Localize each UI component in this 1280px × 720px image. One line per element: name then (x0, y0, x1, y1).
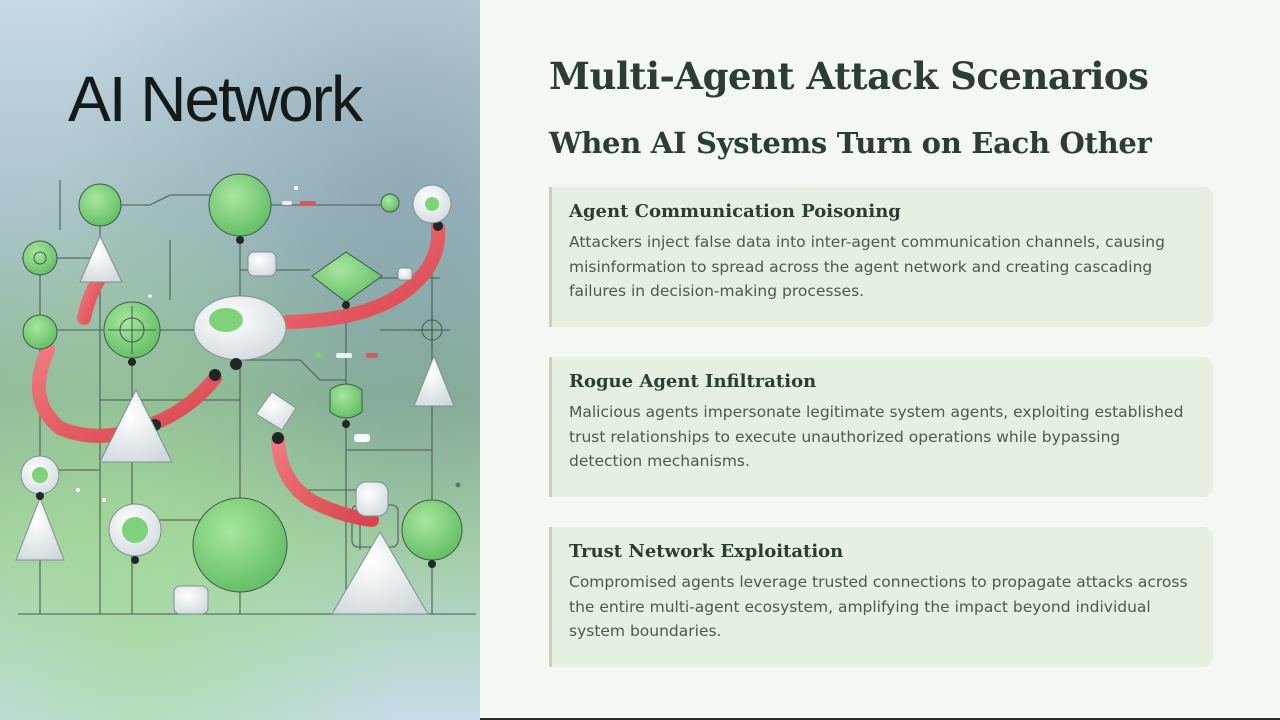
slide-content: Multi-Agent Attack Scenarios When AI Sys… (480, 0, 1280, 720)
slide-subtitle: When AI Systems Turn on Each Other (549, 126, 1152, 160)
white-triangle-node (331, 531, 429, 615)
white-diamond-node (255, 391, 297, 431)
green-node (401, 499, 463, 561)
white-block-node (247, 251, 277, 277)
white-dome-node (193, 295, 287, 361)
scenario-card-rogue-agent: Rogue Agent Infiltration Malicious agent… (549, 357, 1213, 497)
card-title: Trust Network Exploitation (569, 541, 844, 562)
network-illustration (15, 173, 476, 615)
bottom-border (480, 718, 1280, 720)
white-triangle-node (79, 234, 123, 283)
red-link (271, 433, 379, 527)
white-triangle-node (15, 496, 65, 561)
green-nodes (22, 173, 463, 593)
scenario-card-trust-network: Trust Network Exploitation Compromised a… (549, 527, 1213, 667)
white-triangle-node (99, 388, 173, 463)
card-description: Attackers inject false data into inter-a… (569, 233, 1165, 300)
slide-title: Multi-Agent Attack Scenarios (549, 54, 1149, 98)
card-description: Malicious agents impersonate legitimate … (569, 403, 1184, 470)
white-block-node (173, 585, 209, 615)
green-node (22, 240, 58, 276)
card-title: Rogue Agent Infiltration (569, 371, 817, 392)
illustration-title: AI Network (68, 63, 363, 135)
attack-links (31, 221, 446, 527)
green-node (78, 183, 122, 227)
red-link (31, 343, 222, 443)
illustration-panel: AI Network (0, 0, 480, 720)
green-diamond-node (311, 251, 383, 303)
scenario-card-communication-poisoning: Agent Communication Poisoning Attackers … (549, 187, 1213, 327)
card-description: Compromised agents leverage trusted conn… (569, 573, 1188, 640)
white-nodes (15, 184, 455, 615)
white-block-node (355, 481, 389, 517)
green-node (380, 193, 400, 213)
card-title: Agent Communication Poisoning (569, 201, 901, 222)
green-node (192, 497, 288, 593)
green-shield-node (329, 383, 363, 419)
red-link (281, 221, 446, 329)
green-node (208, 173, 272, 237)
green-node (22, 314, 58, 350)
white-triangle-node (413, 354, 455, 407)
